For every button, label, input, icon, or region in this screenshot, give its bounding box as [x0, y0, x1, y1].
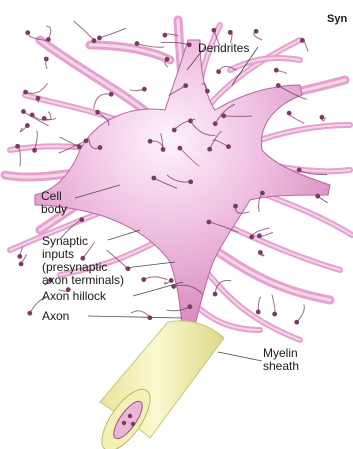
terminal-knob [30, 113, 35, 118]
terminal-knob [258, 250, 263, 255]
axon-fiber [94, 94, 111, 109]
terminal-knob [97, 36, 102, 41]
terminal-knob [169, 278, 174, 283]
terminal-knob [23, 90, 28, 95]
terminal-knob [36, 96, 41, 101]
terminal-knob [207, 147, 212, 152]
label-cell-body-line2: body [41, 203, 67, 216]
terminal-knob [274, 68, 279, 73]
terminal-knob [135, 41, 140, 46]
terminal-knob [142, 87, 147, 92]
label-dendrites: Dendrites [198, 42, 249, 55]
axon-fiber [224, 116, 252, 117]
terminal-knob [213, 121, 218, 126]
terminal-knob [161, 147, 166, 152]
terminal-knob [226, 144, 231, 149]
label-cell-body: Cell body [41, 190, 67, 216]
terminal-knob [95, 110, 100, 115]
terminal-knob [27, 311, 32, 316]
label-myelin-line2: sheath [263, 360, 299, 373]
terminal-knob [260, 191, 265, 196]
terminal-knob [165, 57, 170, 62]
terminal-knob [109, 92, 114, 97]
terminal-knob [233, 204, 238, 209]
terminal-knob [320, 115, 325, 120]
label-myelin-sheath: Myelin sheath [263, 347, 299, 373]
terminal-knob [254, 29, 259, 34]
terminal-knob [188, 119, 193, 124]
terminal-knob [297, 167, 302, 172]
axon-fiber [26, 83, 48, 93]
terminal-knob [32, 148, 37, 153]
terminal-knob [213, 292, 218, 297]
myelin-sheath-shape [93, 321, 224, 449]
terminal-knob [183, 83, 188, 88]
terminal-knob [162, 33, 167, 38]
terminal-knob [272, 312, 277, 317]
axon-fiber [144, 277, 168, 280]
terminal-knob [221, 113, 226, 118]
terminal-knob [25, 123, 30, 128]
terminal-knob [187, 42, 192, 47]
header-title-fragment: Syn [327, 13, 347, 26]
terminal-knob [19, 261, 24, 266]
axon-fiber [272, 294, 275, 314]
terminal-knob [79, 217, 84, 222]
axon-fiber [99, 28, 125, 38]
axon-fiber [73, 21, 93, 41]
terminal-knob [25, 30, 30, 35]
terminal-knob [147, 315, 152, 320]
label-synaptic-line4: axon terminals) [42, 274, 124, 287]
label-axon-hillock: Axon hillock [42, 290, 106, 303]
terminal-knob [287, 111, 292, 116]
terminal-knob [205, 89, 210, 94]
terminal-knob [172, 128, 177, 133]
terminal-knob [300, 38, 305, 43]
terminal-knob [98, 145, 103, 150]
terminal-knob [276, 83, 281, 88]
terminal-knob [211, 28, 216, 33]
terminal-knob [15, 144, 20, 149]
dendrite-branch [260, 125, 350, 140]
label-synaptic-inputs: Synaptic inputs (presynaptic axon termin… [42, 235, 124, 287]
terminal-knob [177, 146, 182, 151]
terminal-knob [141, 277, 146, 282]
axon-fiber [289, 113, 304, 123]
terminal-knob [216, 69, 221, 74]
terminal-knob [17, 254, 22, 259]
terminal-knob [188, 179, 193, 184]
terminal-knob [207, 220, 212, 225]
terminal-knob [187, 304, 192, 309]
label-axon: Axon [42, 310, 69, 323]
axon-fiber [297, 304, 305, 322]
terminal-knob [256, 310, 261, 315]
terminal-knob [151, 176, 156, 181]
terminal-knob [249, 235, 254, 240]
terminal-knob [315, 194, 320, 199]
terminal-knob [44, 57, 49, 62]
terminal-knob [148, 139, 153, 144]
terminal-knob [46, 37, 51, 42]
terminal-knob [257, 233, 262, 238]
terminal-knob [21, 109, 26, 114]
dendrite-branch [215, 250, 330, 300]
terminal-knob [294, 320, 299, 325]
terminal-knob [92, 38, 97, 43]
terminal-knob [84, 138, 89, 143]
terminal-knob [228, 30, 233, 35]
terminal-knob [77, 144, 82, 149]
